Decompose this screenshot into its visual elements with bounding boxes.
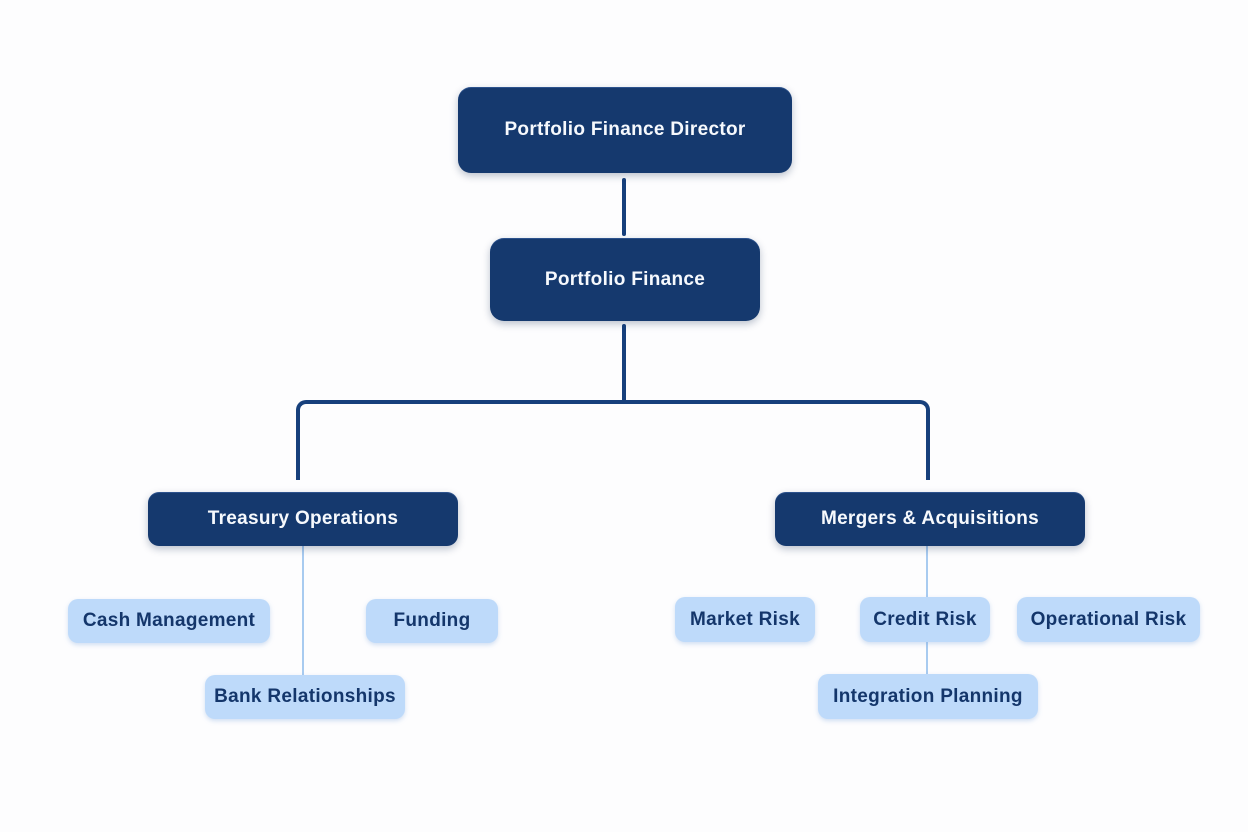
connector-treasury-to-bank-relationships bbox=[302, 546, 304, 675]
node-mergers-acquisitions-label: Mergers & Acquisitions bbox=[820, 508, 1040, 529]
node-operational-risk-label: Operational Risk bbox=[1030, 608, 1187, 630]
connector-credit-risk-to-integration-planning bbox=[926, 642, 928, 674]
node-portfolio-finance-director-label: Portfolio Finance Director bbox=[504, 119, 746, 140]
node-market-risk-label: Market Risk bbox=[690, 608, 800, 630]
connector-branch-to-mergers-acquisitions bbox=[624, 400, 930, 480]
node-funding-label: Funding bbox=[393, 610, 471, 631]
connector-director-to-portfolio-finance bbox=[622, 178, 626, 236]
node-bank-relationships: Bank Relationships bbox=[205, 675, 405, 719]
node-funding: Funding bbox=[366, 599, 498, 643]
node-operational-risk: Operational Risk bbox=[1017, 597, 1200, 642]
connector-branch-to-treasury-operations bbox=[296, 400, 624, 480]
node-market-risk: Market Risk bbox=[675, 597, 815, 642]
node-portfolio-finance-director: Portfolio Finance Director bbox=[458, 87, 792, 173]
node-mergers-acquisitions: Mergers & Acquisitions bbox=[775, 492, 1085, 546]
node-bank-relationships-label: Bank Relationships bbox=[214, 686, 396, 707]
node-credit-risk-label: Credit Risk bbox=[873, 608, 977, 630]
node-credit-risk: Credit Risk bbox=[860, 597, 990, 642]
node-treasury-operations-label: Treasury Operations bbox=[207, 508, 399, 529]
connector-portfolio-finance-to-branch bbox=[622, 324, 626, 402]
node-cash-management: Cash Management bbox=[68, 599, 270, 643]
node-treasury-operations: Treasury Operations bbox=[148, 492, 458, 546]
node-portfolio-finance-label: Portfolio Finance bbox=[544, 268, 706, 290]
connector-mergers-to-credit-risk bbox=[926, 546, 928, 597]
node-integration-planning-label: Integration Planning bbox=[833, 685, 1023, 707]
node-integration-planning: Integration Planning bbox=[818, 674, 1038, 719]
node-portfolio-finance: Portfolio Finance bbox=[490, 238, 760, 321]
node-cash-management-label: Cash Management bbox=[82, 610, 256, 631]
